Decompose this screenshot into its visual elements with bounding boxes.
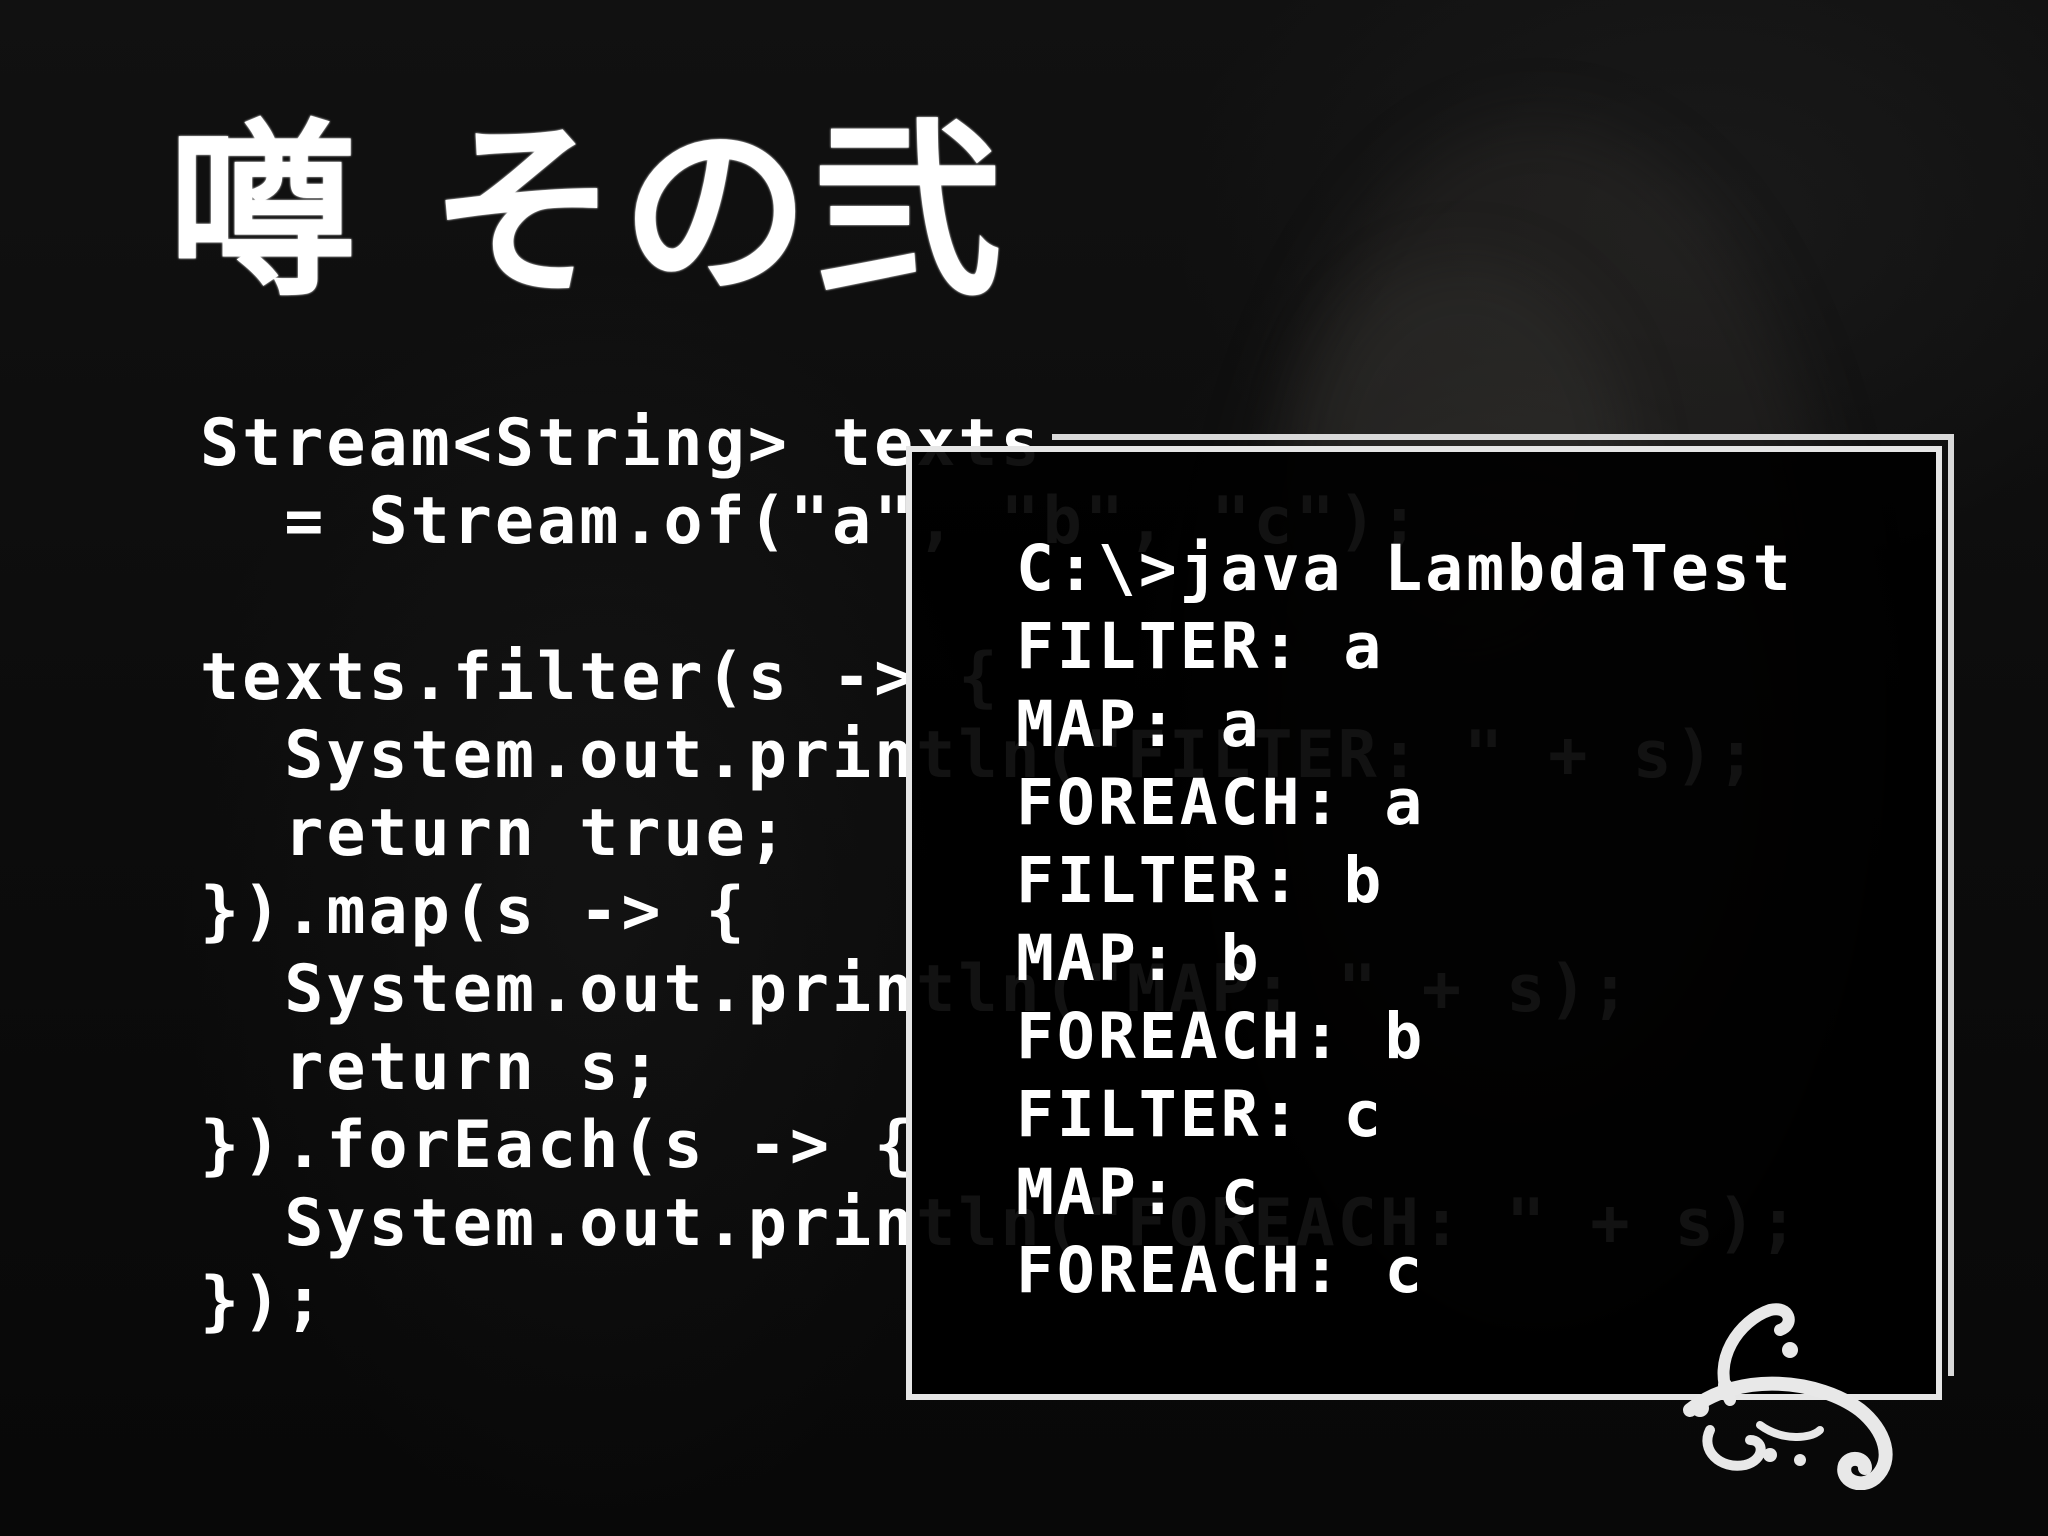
- console-line: FOREACH: c: [1016, 1234, 1426, 1307]
- console-line: FOREACH: b: [1016, 1000, 1426, 1073]
- code-line: return s;: [200, 1030, 664, 1105]
- code-line: Stream<String> texts: [200, 406, 1043, 481]
- console-line: MAP: c: [1016, 1156, 1262, 1229]
- console-line: FILTER: b: [1016, 844, 1385, 917]
- code-line: return true;: [200, 796, 790, 871]
- frame-edge-right: [1948, 434, 1954, 1376]
- slide-title: 噂 その弐: [168, 101, 1006, 322]
- code-line: texts.filter(s -> {: [200, 640, 1001, 715]
- frame-edge-top: [1052, 434, 1954, 440]
- code-line: }).forEach(s -> {: [200, 1108, 917, 1183]
- code-line: });: [200, 1264, 327, 1339]
- console-line: FILTER: c: [1016, 1078, 1385, 1151]
- console-line: MAP: a: [1016, 688, 1262, 761]
- console-line: MAP: b: [1016, 922, 1262, 995]
- console-line: FILTER: a: [1016, 610, 1385, 683]
- flourish-ornament-icon: [1683, 1303, 1893, 1490]
- console-line: FOREACH: a: [1016, 766, 1426, 839]
- console-output-panel: [906, 434, 1954, 1400]
- code-line: }).map(s -> {: [200, 874, 748, 949]
- console-line: C:\>java LambdaTest: [1016, 532, 1794, 605]
